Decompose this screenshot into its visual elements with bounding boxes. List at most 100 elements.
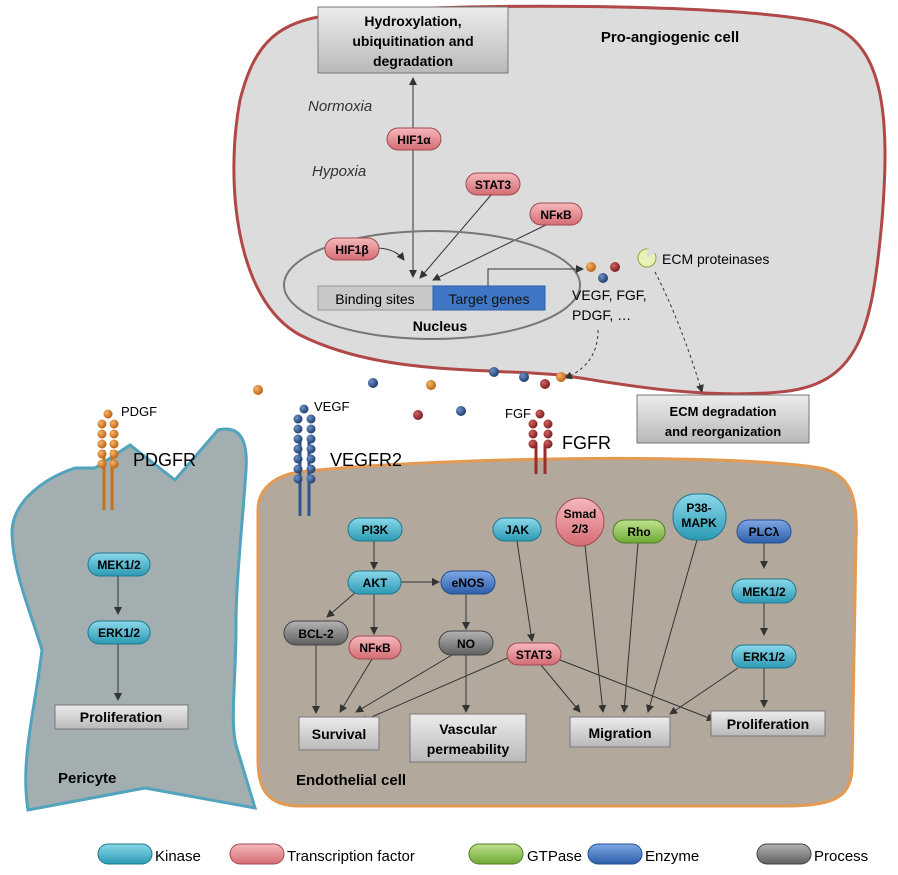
- svg-text:MEK1/2: MEK1/2: [97, 558, 141, 572]
- enos-node: eNOS: [440, 570, 496, 595]
- factor-secretion-arrow: [564, 329, 599, 380]
- plc-node: PLCλ: [736, 519, 792, 544]
- degradation-line-3: degradation: [373, 53, 453, 69]
- floating-ligand: [456, 406, 466, 416]
- svg-text:NFκB: NFκB: [359, 641, 391, 655]
- factors-line-2: PDGF, …: [572, 307, 631, 323]
- endothelial-arrows: [312, 539, 768, 723]
- survival-label: Survival: [312, 726, 366, 742]
- endothelial-proliferation-label: Proliferation: [727, 716, 809, 732]
- ecm-box-line-1: ECM degradation: [670, 404, 777, 419]
- binding-sites-box: [317, 285, 434, 311]
- pericyte-cell: [10, 427, 258, 812]
- survival-box: [298, 716, 380, 751]
- factors-line-1: VEGF, FGF,: [572, 287, 647, 303]
- p38-mapk-node: P38- MAPK: [672, 493, 727, 541]
- rho-node: Rho: [612, 519, 666, 544]
- nfkb-node-cell: NFκB: [529, 202, 583, 226]
- pdgf-label: PDGF: [121, 404, 157, 419]
- vegfr2-receptor: [293, 404, 316, 516]
- svg-text:NFκB: NFκB: [540, 208, 572, 222]
- ecm-arrow: [654, 271, 704, 393]
- svg-text:ERK1/2: ERK1/2: [743, 650, 785, 664]
- svg-text:AKT: AKT: [363, 576, 388, 590]
- vascular-line-1: Vascular: [439, 721, 497, 737]
- svg-text:2/3: 2/3: [572, 522, 589, 536]
- svg-text:P38-: P38-: [686, 501, 711, 515]
- stat3-node-endothelial: STAT3: [506, 642, 562, 666]
- hif1a-node: HIF1α: [386, 127, 442, 151]
- legend-item-enzyme: Enzyme: [587, 843, 699, 865]
- endothelial-proliferation-box: [710, 710, 826, 737]
- target-genes-label: Target genes: [449, 291, 530, 307]
- svg-text:MAPK: MAPK: [681, 516, 717, 530]
- pi3k-node: PI3K: [347, 517, 403, 542]
- pericyte-proliferation-box: [54, 704, 189, 730]
- ecm-proteinases-label: ECM proteinases: [662, 251, 769, 267]
- legend-item-transcription-factor: Transcription factor: [229, 843, 415, 865]
- pdgfr-receptor: [97, 409, 119, 510]
- vascular-permeability-box: [409, 713, 527, 763]
- pericyte-erk-node: ERK1/2: [87, 620, 151, 645]
- svg-text:PI3K: PI3K: [362, 523, 389, 537]
- vegfr2-label: VEGFR2: [330, 450, 402, 470]
- legend-label: Process: [814, 848, 868, 865]
- degradation-line-2: ubiquitination and: [352, 33, 473, 49]
- secreted-vegf-ligand: [598, 273, 608, 283]
- proangiogenic-cell-label: Pro-angiogenic cell: [601, 29, 739, 46]
- svg-text:PLCλ: PLCλ: [749, 525, 780, 539]
- smad-node: Smad 2/3: [555, 497, 605, 547]
- floating-ligand: [368, 378, 378, 388]
- pericyte-label: Pericyte: [58, 770, 116, 787]
- akt-node: AKT: [347, 570, 402, 595]
- svg-text:ERK1/2: ERK1/2: [98, 626, 140, 640]
- svg-text:MEK1/2: MEK1/2: [742, 585, 786, 599]
- binding-sites-label: Binding sites: [335, 291, 414, 307]
- svg-text:HIF1β: HIF1β: [335, 243, 368, 257]
- svg-text:Smad: Smad: [564, 507, 597, 521]
- endothelial-mek-node: MEK1/2: [731, 578, 797, 604]
- endothelial-label: Endothelial cell: [296, 772, 406, 789]
- pdgfr-label: PDGFR: [133, 450, 196, 470]
- secreted-pdgf-ligand: [586, 262, 596, 272]
- floating-ligand: [489, 367, 499, 377]
- svg-text:JAK: JAK: [505, 523, 529, 537]
- target-genes-box: [432, 285, 546, 311]
- vascular-line-2: permeability: [427, 741, 510, 757]
- floating-ligand: [540, 379, 550, 389]
- stat3-node-cell: STAT3: [465, 172, 521, 196]
- pericyte-proliferation-label: Proliferation: [80, 709, 162, 725]
- fgf-label: FGF: [505, 406, 531, 421]
- ecm-box: [636, 394, 810, 444]
- pericyte-mek-node: MEK1/2: [87, 552, 151, 577]
- svg-text:HIF1α: HIF1α: [397, 133, 431, 147]
- migration-box: [569, 716, 671, 748]
- fgfr-label: FGFR: [562, 433, 611, 453]
- floating-ligand: [413, 410, 423, 420]
- floating-ligand: [556, 372, 566, 382]
- floating-ligand: [519, 372, 529, 382]
- normoxia-label: Normoxia: [308, 98, 372, 115]
- legend: Kinase Transcription factor GTPase Enzym…: [97, 843, 868, 865]
- ecm-box-line-2: and reorganization: [665, 424, 781, 439]
- degradation-box: [317, 6, 509, 74]
- svg-text:NO: NO: [457, 637, 475, 651]
- svg-text:eNOS: eNOS: [452, 576, 485, 590]
- legend-item-gtpase: GTPase: [468, 843, 582, 865]
- nfkb-node-endothelial: NFκB: [348, 635, 402, 660]
- legend-item-process: Process: [756, 843, 868, 865]
- degradation-line-1: Hydroxylation,: [364, 13, 461, 29]
- svg-text:STAT3: STAT3: [516, 648, 553, 662]
- bcl2-node: BCL-2: [283, 620, 349, 646]
- hif1b-node: HIF1β: [324, 237, 380, 261]
- legend-label: Transcription factor: [287, 848, 415, 865]
- jak-node: JAK: [492, 517, 542, 542]
- floating-ligand: [253, 385, 263, 395]
- secreted-fgf-ligand: [610, 262, 620, 272]
- svg-text:Rho: Rho: [627, 525, 650, 539]
- migration-label: Migration: [589, 725, 652, 741]
- nucleus-label: Nucleus: [413, 318, 468, 334]
- stat3-nucleus-arrow: [419, 194, 492, 279]
- no-node: NO: [438, 630, 494, 656]
